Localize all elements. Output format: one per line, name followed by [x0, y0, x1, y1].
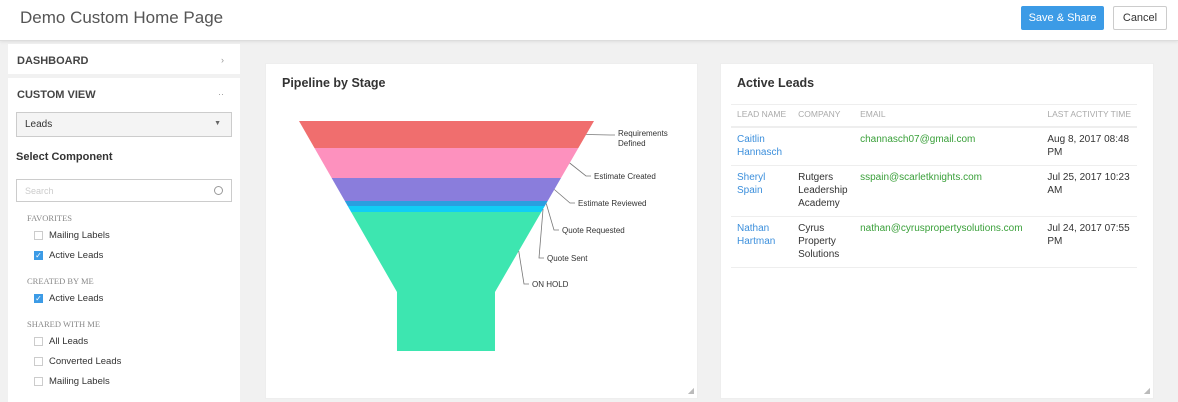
column-header[interactable]: LAST ACTIVITY TIME [1041, 104, 1137, 128]
caret-down-icon: ▼ [214, 120, 221, 127]
column-header[interactable]: COMPANY [792, 104, 855, 128]
funnel-stage-label: Quote Requested [562, 226, 625, 235]
dashboard-label: DASHBOARD [17, 55, 89, 67]
column-header[interactable]: EMAIL [854, 104, 1042, 128]
component-label: Mailing Labels [49, 229, 110, 241]
activity-time-cell: Jul 24, 2017 07:55 PM [1041, 216, 1137, 268]
cancel-button[interactable]: Cancel [1113, 6, 1167, 30]
email-link[interactable]: nathan@cyruspropertysolutions.com [854, 216, 1042, 268]
module-select[interactable]: Leads ▼ [16, 112, 232, 137]
module-select-value: Leads [25, 119, 53, 130]
search-placeholder: Search [25, 186, 54, 196]
component-group-label: SHARED WITH ME [27, 319, 101, 329]
resize-handle-icon[interactable]: ◢ [687, 386, 694, 395]
lead-name-link[interactable]: Nathan Hartman [731, 216, 793, 268]
component-checkbox-item[interactable]: Mailing Labels [8, 371, 240, 391]
company-cell [792, 126, 855, 166]
active-leads-card: Active Leads LEAD NAME COMPANY EMAIL LAS… [720, 63, 1154, 399]
custom-view-section[interactable]: CUSTOM VIEW ·· [8, 78, 240, 112]
component-group-label: FAVORITES [27, 213, 73, 223]
checkbox-icon[interactable] [34, 336, 43, 346]
email-link[interactable]: sspain@scarletknights.com [854, 165, 1042, 217]
funnel-leader-line [538, 208, 544, 259]
save-share-button[interactable]: Save & Share [1021, 6, 1104, 30]
component-label: Active Leads [49, 292, 104, 304]
funnel-leader-line [569, 162, 591, 177]
funnel-stage-1[interactable] [314, 148, 579, 178]
funnel-leader-line [554, 189, 575, 204]
funnel-stage-0[interactable] [299, 121, 594, 148]
component-label: Mailing Labels [49, 375, 110, 387]
component-checkbox-item[interactable]: ✓ Active Leads [8, 288, 240, 308]
funnel-stage-label: Quote Sent [547, 254, 588, 263]
funnel-stage-label: Estimate Created [594, 172, 656, 181]
lead-name-link[interactable]: Sheryl Spain [731, 165, 793, 217]
component-checkbox-item[interactable]: Converted Leads [8, 351, 240, 371]
page-header: Demo Custom Home Page Save & Share Cance… [0, 0, 1178, 41]
component-label: Converted Leads [49, 355, 122, 367]
component-checkbox-item[interactable]: All Leads [8, 331, 240, 351]
collapse-icon: ·· [218, 89, 224, 99]
company-cell: Rutgers Leadership Academy [792, 165, 855, 217]
funnel-stage-label: Estimate Reviewed [578, 199, 646, 208]
dashboard-section[interactable]: DASHBOARD › [8, 44, 240, 78]
activity-time-cell: Jul 25, 2017 10:23 AM [1041, 165, 1137, 217]
chevron-right-icon: › [221, 55, 224, 65]
checkbox-checked-icon[interactable]: ✓ [34, 250, 43, 260]
column-header[interactable]: LEAD NAME [731, 104, 793, 128]
leads-table: LEAD NAME COMPANY EMAIL LAST ACTIVITY TI… [731, 104, 1137, 268]
email-link[interactable]: channasch07@gmail.com [854, 126, 1042, 166]
checkbox-icon[interactable] [34, 356, 43, 366]
funnel-stage-3[interactable] [344, 201, 548, 206]
component-label: Active Leads [49, 249, 104, 261]
funnel-leader-line [545, 203, 559, 231]
sidebar: DASHBOARD › CUSTOM VIEW ·· Leads ▼ Select C… [8, 44, 240, 402]
lead-name-link[interactable]: Caitlin Hannasch [731, 126, 793, 166]
funnel-stage-2[interactable] [331, 178, 561, 201]
component-search-input[interactable]: Search [16, 179, 232, 202]
custom-view-label: CUSTOM VIEW [17, 89, 96, 101]
resize-handle-icon[interactable]: ◢ [1143, 386, 1150, 395]
pipeline-title: Pipeline by Stage [282, 76, 386, 90]
checkbox-icon[interactable] [34, 230, 43, 240]
funnel-stage-5[interactable] [351, 212, 542, 351]
funnel-stage-label: ON HOLD [532, 280, 569, 289]
component-checkbox-item[interactable]: ✓ Active Leads [8, 245, 240, 265]
search-icon [214, 186, 223, 195]
funnel-leader-line [518, 250, 529, 285]
active-leads-title: Active Leads [737, 76, 815, 90]
funnel-stage-4[interactable] [347, 206, 545, 212]
page-title: Demo Custom Home Page [20, 8, 224, 27]
select-component-heading: Select Component [16, 151, 113, 163]
checkbox-checked-icon[interactable]: ✓ [34, 293, 43, 303]
checkbox-icon[interactable] [34, 376, 43, 386]
component-group-label: CREATED BY ME [27, 276, 94, 286]
component-label: All Leads [49, 335, 89, 347]
company-cell: Cyrus Property Solutions [792, 216, 855, 268]
activity-time-cell: Aug 8, 2017 08:48 PM [1041, 126, 1137, 166]
funnel-leader-line [586, 134, 615, 136]
component-checkbox-item[interactable]: Mailing Labels [8, 225, 240, 245]
